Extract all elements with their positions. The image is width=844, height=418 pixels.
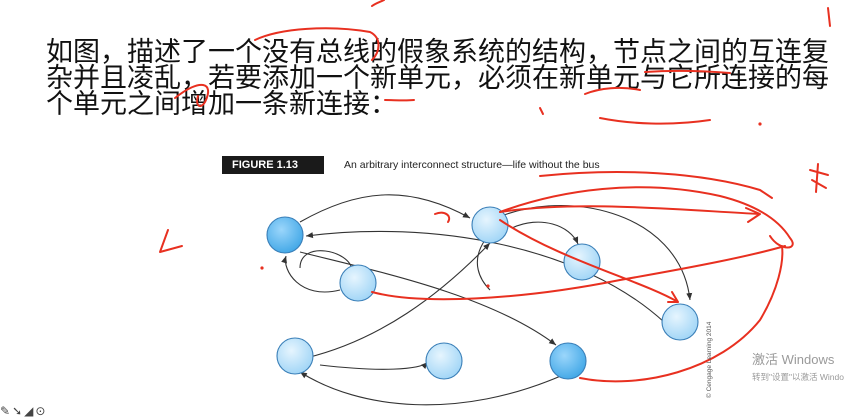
node (339, 264, 377, 302)
arrow-icon[interactable]: ➘ (12, 404, 25, 418)
nodes (266, 206, 699, 380)
node (276, 337, 314, 375)
node (661, 303, 699, 341)
presenter-tools[interactable]: ✎➘◢⊙ (0, 404, 47, 418)
node (266, 216, 304, 254)
slide-text-line: 如图，描述了一个没有总线的假象系统的结构，节点之间的互连复 (46, 37, 829, 68)
handwritten-annotations (159, 0, 831, 383)
activation-watermark: 激活 Windows 转到"设置"以激活 Windows。 (752, 349, 844, 383)
node (425, 342, 463, 380)
figure-header: FIGURE 1.13 An arbitrary interconnect st… (222, 156, 600, 174)
slide-text-line: 杂并且凌乱，若要添加一个新单元，必须在新单元与它所连接的每 (46, 63, 829, 94)
slide-text-line: 个单元之间增加一条新连接： (46, 89, 397, 120)
figure-credit: © Cengage Learning 2014 (706, 321, 713, 398)
figure-caption: An arbitrary interconnect structure—life… (344, 159, 600, 171)
pen-icon[interactable]: ✎ (0, 404, 13, 418)
annotation-dots (260, 122, 762, 288)
connection-arrows (281, 194, 693, 406)
watermark-title: 激活 Windows (752, 352, 835, 367)
node (549, 342, 587, 380)
zoom-icon[interactable]: ⊙ (35, 404, 48, 418)
eraser-icon[interactable]: ◢ (24, 404, 36, 418)
slide-text: 如图，描述了一个没有总线的假象系统的结构，节点之间的互连复 杂并且凌乱，若要添加… (46, 37, 844, 120)
watermark-subtitle: 转到"设置"以激活 Windows。 (752, 372, 844, 382)
figure-label: FIGURE 1.13 (222, 156, 324, 174)
